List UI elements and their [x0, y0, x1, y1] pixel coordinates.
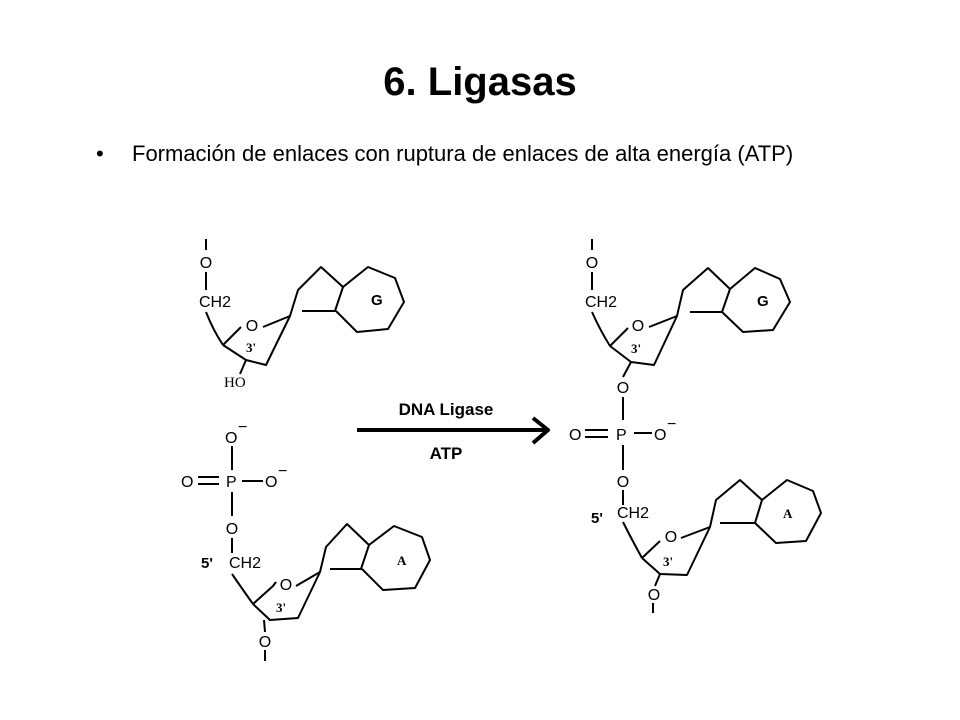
product-o-double: O: [569, 427, 581, 444]
product-ch2-top-label: CH2: [585, 294, 617, 311]
reactant-top-3prime-label: 3': [246, 340, 256, 355]
reactant-top-o-label: O: [200, 255, 212, 272]
slide-title: 6. Ligasas: [383, 60, 577, 104]
reactant-bottom-minus-right: −: [278, 463, 287, 480]
product-ch2-bottom-label: CH2: [617, 505, 649, 522]
product-o-link-top: O: [617, 380, 629, 397]
product-base-a-label: A: [783, 506, 793, 521]
bullet-text: Formación de enlaces con ruptura de enla…: [132, 141, 794, 166]
reactant-bottom-o-bridge: O: [226, 521, 238, 538]
product-minus-right: −: [667, 416, 676, 433]
reactant-bottom-ring-o-label: O: [280, 577, 292, 594]
product-o-link-bottom: O: [617, 474, 629, 491]
product-ring-o-top-label: O: [632, 318, 644, 335]
reactant-top-ho-label: HO: [224, 375, 246, 391]
bullet-list: • Formación de enlaces con ruptura de en…: [96, 138, 896, 169]
reaction-arrow: [357, 416, 550, 445]
product-structure: [585, 239, 822, 613]
product-3prime-top-label: 3': [631, 341, 641, 356]
cofactor-label: ATP: [430, 444, 463, 463]
product-ring-o-bottom-label: O: [665, 529, 677, 546]
reactant-bottom-5prime-label: 5': [201, 555, 213, 572]
product-5prime-label: 5': [591, 510, 603, 527]
reactant-top-ring-o-label: O: [246, 318, 258, 335]
product-top-o-label: O: [586, 255, 598, 272]
base-g-label: G: [371, 292, 383, 309]
reactant-bottom-o-label: O: [259, 634, 271, 651]
bullet-item: • Formación de enlaces con ruptura de en…: [96, 138, 896, 169]
product-o-minus-right: O: [654, 427, 666, 444]
reactant-top-ch2-label: CH2: [199, 294, 231, 311]
bullet-marker: •: [96, 141, 104, 166]
reactant-bottom-o-minus-right: O: [265, 474, 277, 491]
enzyme-label: DNA Ligase: [399, 400, 494, 419]
reactant-bottom-minus-top: −: [238, 419, 247, 436]
product-3prime-bottom-label: 3': [663, 554, 673, 569]
product-base-g-label: G: [757, 293, 769, 310]
reactant-bottom-3prime-label: 3': [276, 600, 286, 615]
reactant-bottom-ch2-label: CH2: [229, 555, 261, 572]
reactant-top-structure: [205, 239, 405, 375]
product-bottom-o-label: O: [648, 587, 660, 604]
base-a-label: A: [397, 553, 407, 568]
reactant-bottom-p: P: [226, 474, 237, 491]
reactant-bottom-structure: [198, 446, 431, 661]
reactant-bottom-o-minus-top: O: [225, 430, 237, 447]
product-p: P: [616, 427, 627, 444]
reactant-bottom-o-double: O: [181, 474, 193, 491]
